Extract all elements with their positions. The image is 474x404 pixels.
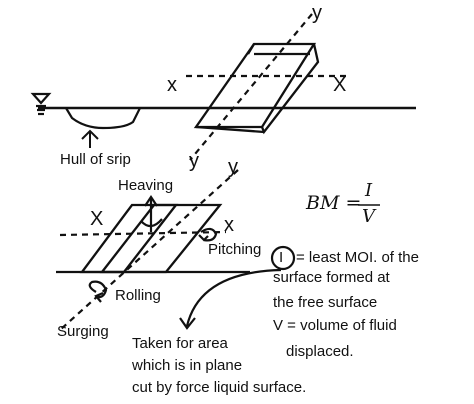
water-level-symbol [30,92,52,116]
pitching-label: Pitching [208,241,262,258]
rolling-label: Rolling [115,287,161,304]
note-line-3: the free surface [273,294,378,311]
top-x-right-label: X [333,74,347,96]
top-ship-box [193,42,320,135]
note-line-5: displaced. [286,343,354,360]
top-y-label: y [312,2,322,24]
lower-x-left-label: X [90,208,104,230]
note-line-2: surface formed at [273,269,390,286]
heaving-label: Heaving [118,177,174,194]
formula-lhs: BM = [306,192,362,214]
top-x-left-label: x [167,74,177,96]
pitching-arrow-icon [198,227,218,242]
lower-y-right-label: y [228,156,238,178]
lower-x-axis [59,230,227,237]
hull-pointer-arrow [81,129,99,148]
top-y-axis [189,13,313,161]
formula-numerator: I [365,180,373,201]
note-line-4: V = volume of fluid [273,317,397,334]
note-line-1: = least MOI. of the [296,249,419,266]
rolling-arrow-icon [88,280,108,303]
hull-shape [65,107,141,130]
callout-line-1: Taken for area [132,335,228,352]
callout-line-3: cut by force liquid surface. [132,379,307,396]
callout-line-2: which is in plane [132,357,243,374]
moi-circle [270,245,296,271]
hull-label: Hull of srip [60,151,131,168]
formula-denominator: V [362,206,375,227]
moi-symbol: I [279,249,284,266]
lower-y-axis [59,169,239,331]
lower-x-right-label: x [224,214,234,236]
surging-label: Surging [57,323,109,340]
callout-pointer-arrow [179,268,282,330]
heaving-arrow-icon [140,195,163,232]
lower-y-left-label: y [189,150,199,172]
